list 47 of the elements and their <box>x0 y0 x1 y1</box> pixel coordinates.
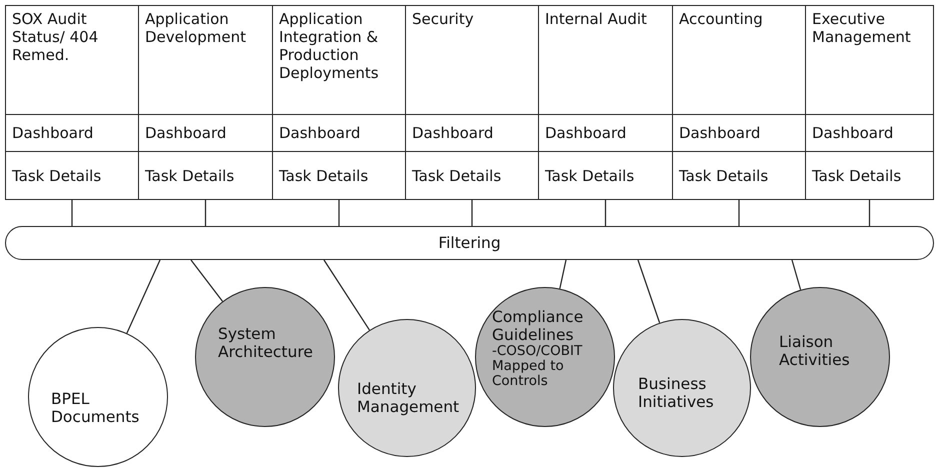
node-label: BPEL Documents <box>51 390 140 426</box>
node-label: Application Integration & Production Deployments <box>279 10 380 82</box>
connector-line <box>71 200 73 226</box>
node-label: Dashboard <box>545 124 626 142</box>
node-label: Identity Management <box>357 380 460 416</box>
node-note: -COSO/COBIT Mapped to Controls <box>492 344 584 388</box>
task-details-cell <box>805 151 934 200</box>
connector-line <box>338 200 340 226</box>
node-label: Internal Audit <box>545 10 648 28</box>
connector-line <box>868 200 870 226</box>
connector-line <box>471 200 473 226</box>
connector-line <box>204 200 206 226</box>
node-label: Accounting <box>679 10 764 28</box>
node-label: Task Details <box>812 166 902 184</box>
node-label: Application Development <box>145 10 247 46</box>
node-label: Dashboard <box>145 124 226 142</box>
connector-line <box>190 260 224 302</box>
node-label: Security <box>412 10 475 28</box>
column-header <box>805 5 934 115</box>
node-label: Dashboard <box>812 124 894 142</box>
connector-line <box>324 260 370 330</box>
node-label: Task Details <box>145 166 234 184</box>
column-header <box>5 5 139 115</box>
node-label: Task Details <box>12 166 102 184</box>
connector-line <box>637 260 660 323</box>
node-label: Business Initiatives <box>638 375 715 411</box>
node-label: Executive Management <box>812 10 912 46</box>
connector-line <box>791 260 802 290</box>
node-label: Dashboard <box>412 124 494 142</box>
node-label: Dashboard <box>12 124 94 142</box>
node-label: Task Details <box>412 166 502 184</box>
node-label: Compliance Guidelines <box>492 308 584 344</box>
node-label: SOX Audit Status/ 404 Remed. <box>12 10 100 64</box>
node-label: Task Details <box>279 166 368 184</box>
node-label: Filtering <box>438 234 501 252</box>
task-details-cell <box>5 151 139 200</box>
node-label: Task Details <box>545 166 634 184</box>
connector-line <box>126 260 161 334</box>
node-label: Dashboard <box>279 124 360 142</box>
connector-line <box>738 200 740 226</box>
node-label: Liaison Activities <box>779 333 851 369</box>
node-label: System Architecture <box>218 325 314 361</box>
connector-line <box>559 260 567 289</box>
filtering-bar <box>5 226 934 260</box>
node-label: Dashboard <box>679 124 760 142</box>
connector-line <box>604 200 606 226</box>
node-label: Task Details <box>679 166 768 184</box>
